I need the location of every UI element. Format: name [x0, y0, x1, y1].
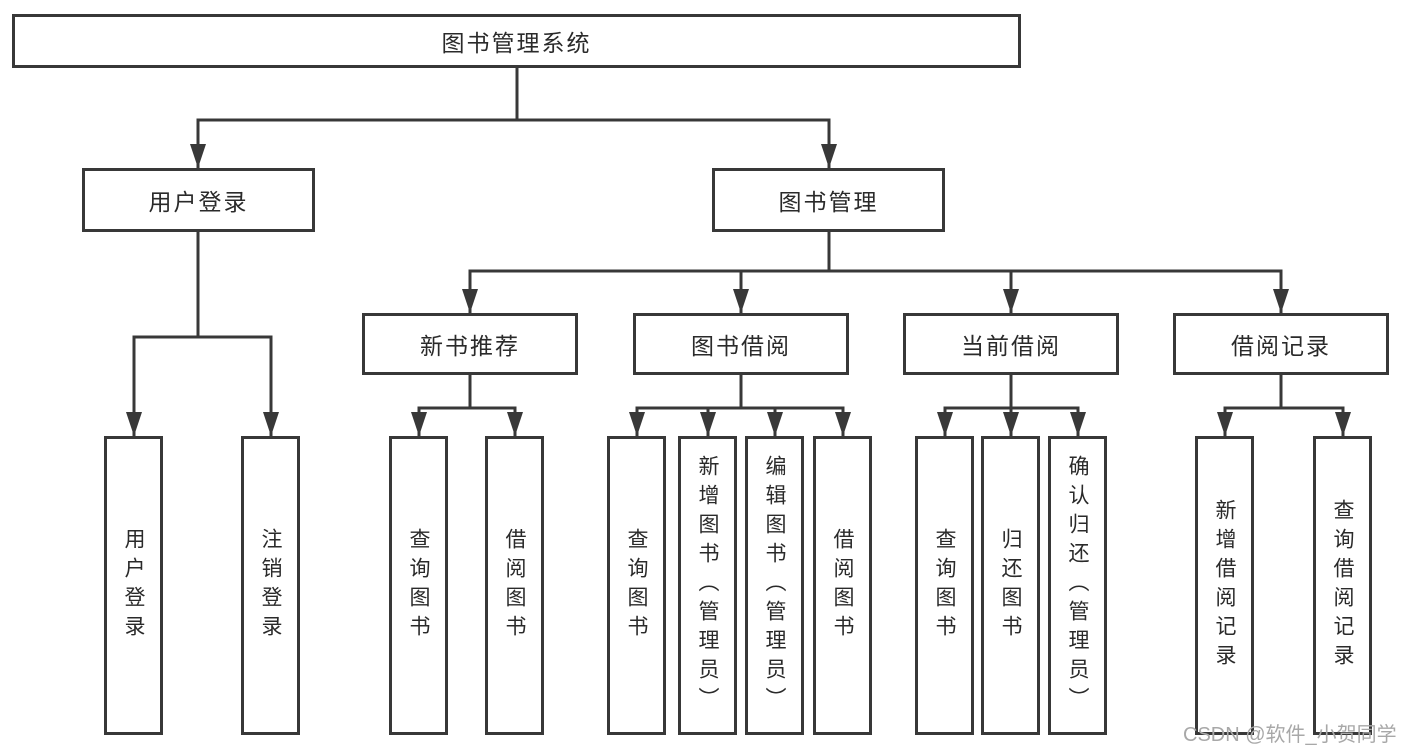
node-root-label: 图书管理系统 [441, 30, 592, 56]
leaf-br-add-record-label: 新增借阅记录 [1213, 498, 1236, 673]
leaf-cb-query-books-label: 查询图书 [933, 527, 956, 644]
leaf-bb-add-books-admin-label: 新增图书（管理员） [696, 455, 719, 716]
connector-new-book-branch [417, 372, 517, 410]
node-borrow-record: 借阅记录 [1173, 313, 1389, 375]
connector-book-management-branch [468, 228, 1283, 273]
leaf-bb-edit-books-admin-label: 编辑图书（管理员） [763, 455, 786, 716]
node-root: 图书管理系统 [12, 14, 1021, 68]
leaf-logout-label: 注销登录 [259, 527, 282, 644]
node-book-management-label: 图书管理 [778, 189, 879, 215]
leaf-cb-return-books: 归还图书 [981, 436, 1040, 735]
node-new-book-recommend: 新书推荐 [362, 313, 578, 375]
leaf-br-query-record-label: 查询借阅记录 [1331, 498, 1354, 673]
leaf-nb-borrow-books: 借阅图书 [485, 436, 544, 735]
csdn-watermark: CSDN @软件_小贺同学 [1183, 724, 1397, 746]
node-user-login-label: 用户登录 [148, 189, 249, 215]
connector-user-login-branch [132, 228, 273, 339]
leaf-cb-query-books: 查询图书 [915, 436, 974, 735]
leaf-cb-return-books-label: 归还图书 [999, 527, 1022, 644]
connector-root-trunk [196, 64, 831, 122]
node-user-login: 用户登录 [82, 168, 315, 232]
leaf-bb-edit-books-admin: 编辑图书（管理员） [745, 436, 804, 735]
leaf-user-login: 用户登录 [104, 436, 163, 735]
leaf-logout: 注销登录 [241, 436, 300, 735]
leaf-bb-borrow-books: 借阅图书 [813, 436, 872, 735]
leaf-bb-query-books-label: 查询图书 [625, 527, 648, 644]
connector-book-borrow-branch [635, 372, 845, 410]
leaf-cb-confirm-return-admin-label: 确认归还（管理员） [1066, 455, 1089, 716]
node-borrow-record-label: 借阅记录 [1231, 333, 1331, 359]
leaf-nb-query-books-label: 查询图书 [407, 527, 430, 644]
leaf-nb-query-books: 查询图书 [389, 436, 448, 735]
leaf-user-login-label: 用户登录 [122, 527, 145, 644]
connector-borrow-record-branch [1223, 372, 1345, 410]
leaf-br-query-record: 查询借阅记录 [1313, 436, 1372, 735]
node-book-management: 图书管理 [712, 168, 945, 232]
node-book-borrow-label: 图书借阅 [691, 333, 791, 359]
leaf-nb-borrow-books-label: 借阅图书 [503, 527, 526, 644]
leaf-bb-borrow-books-label: 借阅图书 [831, 527, 854, 644]
leaf-bb-add-books-admin: 新增图书（管理员） [678, 436, 737, 735]
node-current-borrow-label: 当前借阅 [961, 333, 1061, 359]
leaf-bb-query-books: 查询图书 [607, 436, 666, 735]
node-new-book-recommend-label: 新书推荐 [420, 333, 520, 359]
node-book-borrow: 图书借阅 [633, 313, 849, 375]
connector-current-borrow-branch [943, 372, 1080, 410]
leaf-cb-confirm-return-admin: 确认归还（管理员） [1048, 436, 1107, 735]
leaf-br-add-record: 新增借阅记录 [1195, 436, 1254, 735]
node-current-borrow: 当前借阅 [903, 313, 1119, 375]
